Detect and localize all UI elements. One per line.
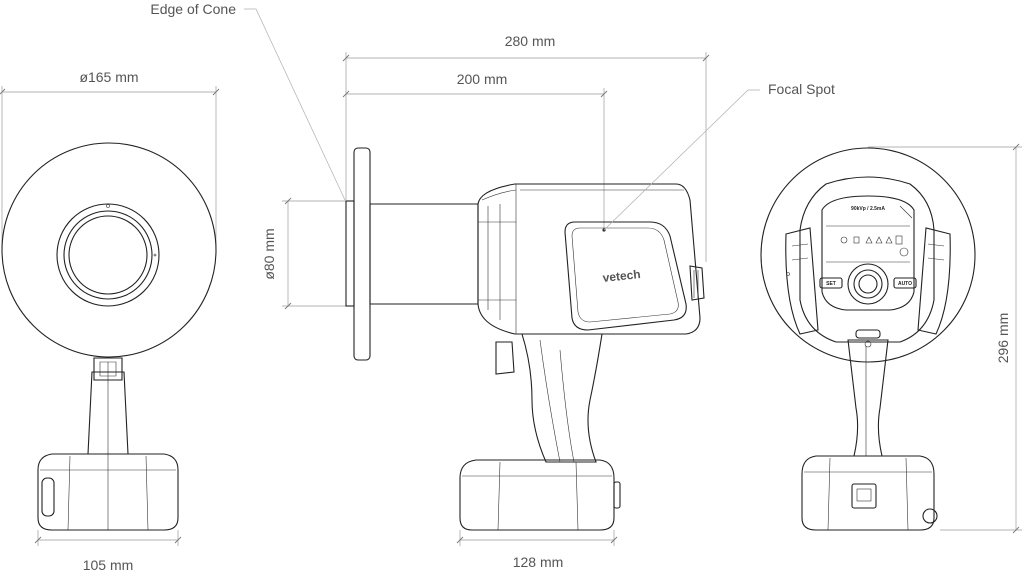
rear-lens bbox=[847, 263, 889, 305]
side-length-overall-label: 280 mm bbox=[505, 33, 556, 49]
rear-handle bbox=[847, 339, 889, 457]
cone-tube bbox=[369, 203, 479, 305]
side-body bbox=[477, 183, 701, 335]
rear-view: 296 mm 90kVp / 2.5mA bbox=[760, 143, 1022, 534]
rear-auto-button-label: AUTO bbox=[898, 281, 912, 287]
front-base bbox=[37, 453, 179, 531]
rear-base bbox=[801, 455, 935, 531]
focal-spot-leader bbox=[603, 89, 760, 231]
side-label-panel bbox=[564, 221, 687, 331]
side-trigger bbox=[495, 341, 515, 375]
rear-left-grip bbox=[785, 227, 819, 335]
rear-set-button-label: SET bbox=[826, 281, 836, 287]
rear-control-panel bbox=[821, 195, 915, 311]
rear-base-port bbox=[851, 483, 877, 509]
front-diameter-label: ø165 mm bbox=[79, 69, 138, 85]
edge-of-cone-leader bbox=[244, 8, 346, 201]
side-length-focal-label: 200 mm bbox=[457, 71, 508, 87]
front-view: ø165 mm bbox=[0, 69, 220, 531]
rear-set-button[interactable] bbox=[819, 277, 843, 289]
side-handle bbox=[521, 333, 603, 463]
cone-diameter-label: ø80 mm bbox=[261, 228, 277, 279]
side-base-width-label: 128 mm bbox=[513, 554, 564, 570]
rear-height-label: 296 mm bbox=[995, 313, 1011, 364]
rear-right-grip bbox=[917, 227, 951, 335]
rear-mode-icons bbox=[840, 235, 903, 245]
cone-edge bbox=[345, 200, 355, 307]
front-base-dimension: 105 mm bbox=[34, 530, 182, 573]
rear-auto-button[interactable] bbox=[893, 277, 917, 289]
side-rear-knob bbox=[689, 265, 705, 301]
side-view: 280 mm 200 mm ø80 mm Edge of Cone bbox=[150, 1, 835, 570]
cone-flange bbox=[353, 147, 371, 361]
rear-panel-readout: 90kVp / 2.5mA bbox=[851, 206, 885, 212]
rear-disc bbox=[760, 147, 976, 363]
side-base bbox=[459, 459, 615, 531]
front-disc bbox=[1, 142, 217, 358]
edge-of-cone-label: Edge of Cone bbox=[150, 1, 236, 17]
side-brand-logo: vetech bbox=[602, 267, 641, 285]
focal-spot-label: Focal Spot bbox=[768, 81, 835, 97]
front-base-width-label: 105 mm bbox=[83, 557, 134, 573]
